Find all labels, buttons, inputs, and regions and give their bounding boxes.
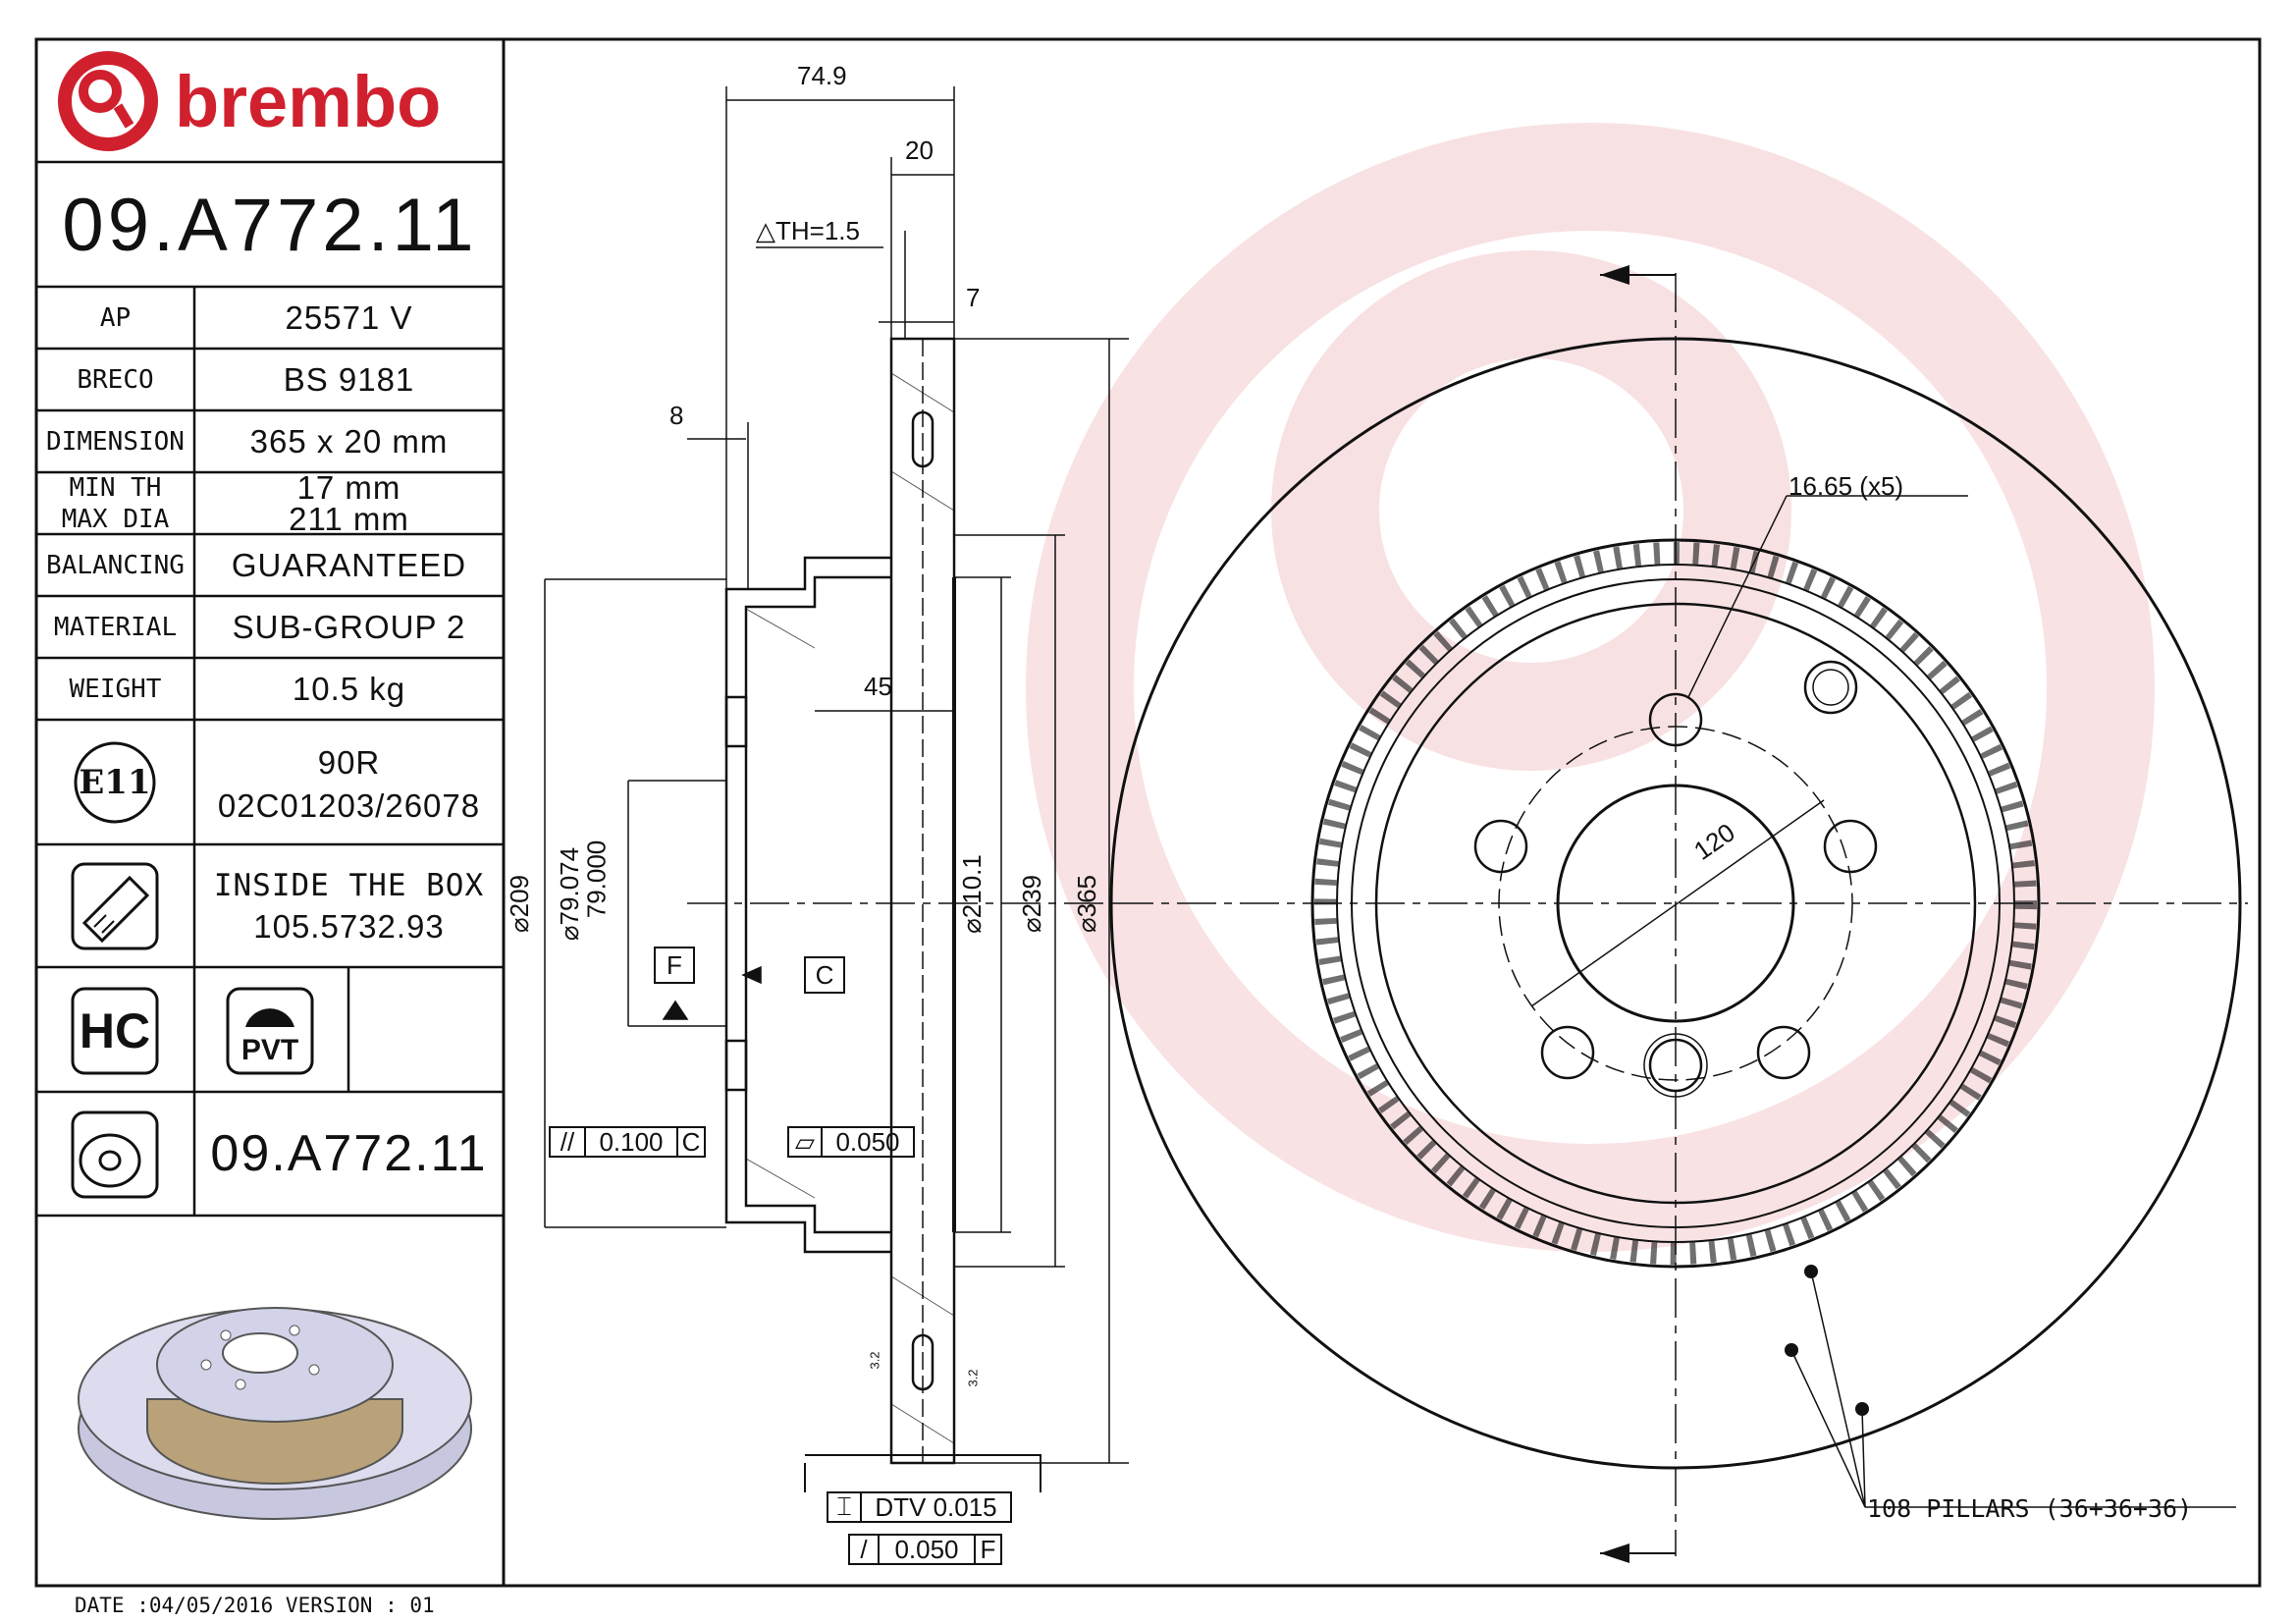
date-version: DATE :04/05/2016 VERSION : 01 (75, 1594, 435, 1617)
pvt-badge-frame (226, 987, 314, 1075)
flatness-icon: ▱ (795, 1126, 815, 1157)
disc-icon (71, 1110, 159, 1199)
dim-th-delta: △TH=1.5 (756, 216, 860, 245)
dim-offset-total: 74.9 (797, 61, 847, 90)
pillars-callout: 108 PILLARS (36+36+36) (1867, 1494, 2193, 1523)
front-view (1109, 273, 2248, 1556)
tol-flatness: 0.050 (835, 1126, 900, 1157)
hc-badge-frame (71, 987, 159, 1075)
pvt-badge: PVT (240, 1034, 299, 1066)
spec-label-min-th: MIN TH (69, 473, 162, 503)
sheet-frame (34, 37, 2262, 1588)
disc-3d-illustration (78, 1307, 472, 1520)
spec-label-balancing: BALANCING (46, 550, 185, 580)
spec-label-material: MATERIAL (53, 612, 178, 642)
e11-circle (74, 741, 156, 824)
dim-dia-79-min: 79.000 (581, 839, 612, 919)
dtv-icon: ⌶ (836, 1491, 852, 1521)
dim-offset-hat: 20 (905, 135, 934, 165)
datum-f: F (667, 949, 682, 980)
spec-label-weight: WEIGHT (69, 674, 162, 704)
screw-icon (71, 862, 159, 950)
approval-number: 02C01203/26078 (217, 787, 481, 824)
tol-parallel: 0.100 (599, 1126, 664, 1157)
spec-label-dimension: DIMENSION (46, 426, 185, 457)
brand-wordmark: brembo (175, 61, 442, 142)
tol-dtv: DTV 0.015 (875, 1491, 997, 1522)
spec-value-breco: BS 9181 (283, 360, 415, 398)
pvt-disc-icon (245, 1008, 294, 1027)
section-view (687, 337, 1114, 1465)
dim-hat-wall: 8 (669, 401, 684, 430)
tol-parallel-ref: C (681, 1126, 701, 1157)
brand-watermark (1026, 123, 2155, 1252)
part-number-title: 09.A772.11 (62, 183, 478, 267)
spec-value-max-dia: 211 mm (289, 500, 409, 537)
hc-badge: HC (79, 1003, 151, 1058)
spec-value-min-th: 17 mm (296, 469, 401, 506)
tol-runout-ref: F (980, 1534, 996, 1564)
part-number-footer: 09.A772.11 (210, 1125, 488, 1182)
spec-value-balancing: GUARANTEED (231, 546, 467, 583)
spec-value-weight: 10.5 kg (292, 670, 406, 707)
spec-label-breco: BRECO (77, 364, 154, 395)
datum-c: C (815, 959, 834, 990)
roughness-right: 3.2 (965, 1369, 981, 1387)
dim-flange: 7 (966, 283, 981, 312)
spec-value-ap: 25571 V (285, 298, 413, 336)
spec-label-max-dia: MAX DIA (61, 504, 170, 534)
tol-runout: 0.050 (894, 1534, 959, 1564)
dim-dia-365: ⌀365 (1072, 874, 1102, 934)
roughness-left: 3.2 (867, 1351, 882, 1370)
dim-dia-209: ⌀209 (505, 874, 535, 934)
inside-box-part: 105.5732.93 (253, 908, 445, 945)
approval-regulation: 90R (317, 744, 381, 781)
spec-label-ap: AP (99, 302, 132, 333)
tolerance-frames (549, 947, 1041, 1565)
dim-dia-239: ⌀239 (1017, 874, 1047, 934)
front-view-marks (1600, 265, 1869, 1563)
e11-mark: E11 (79, 763, 151, 802)
dim-dia-210: ⌀210.1 (956, 854, 987, 934)
section-dimension-lines (544, 86, 1129, 1464)
spec-value-dimension: 365 x 20 mm (249, 422, 449, 460)
dim-hat-depth: 45 (864, 672, 892, 701)
spec-table-rules (36, 160, 504, 1218)
runout-icon: / (860, 1534, 868, 1564)
brembo-logo-mark (58, 51, 158, 151)
parallel-icon: // (560, 1126, 575, 1157)
dim-bolt-hole: 16.65 (x5) (1789, 471, 1904, 501)
spec-value-material: SUB-GROUP 2 (232, 608, 466, 645)
inside-box-title: INSIDE THE BOX (213, 868, 485, 903)
